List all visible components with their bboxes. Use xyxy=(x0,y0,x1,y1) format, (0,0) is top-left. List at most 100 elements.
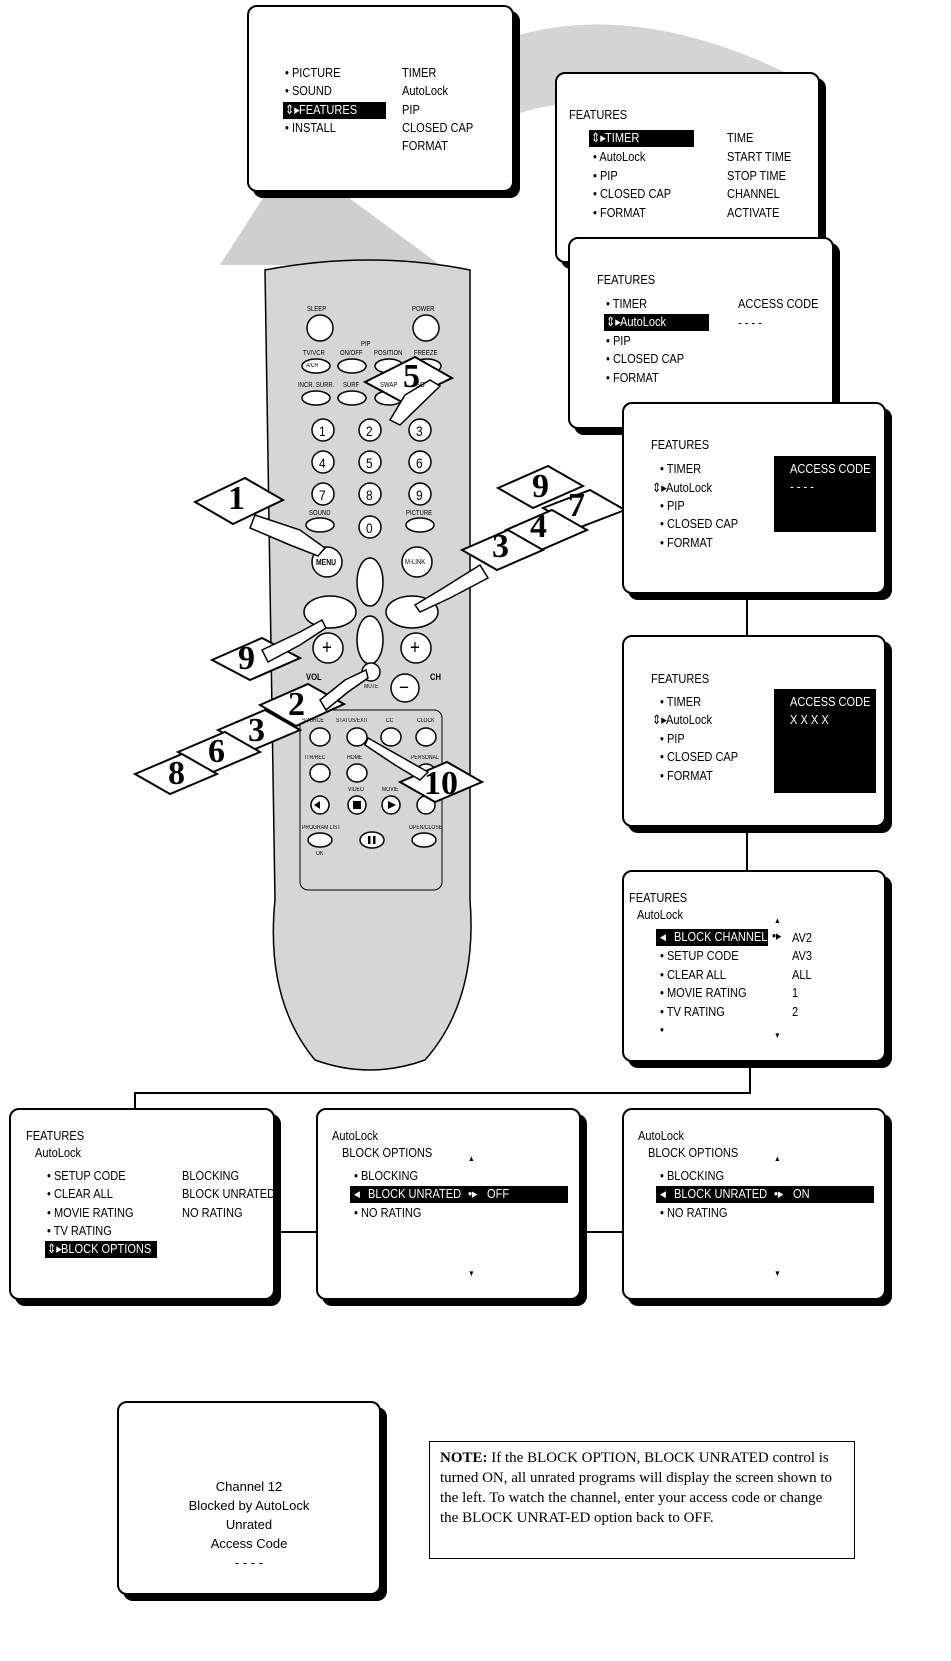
channel-value-1: 1 xyxy=(792,985,799,1000)
block-options-highlight[interactable]: ⇕▸ BLOCK OPTIONS xyxy=(45,1241,157,1258)
submenu-format: FORMAT xyxy=(402,138,448,153)
access-code-panel: ACCESS CODE X X X X xyxy=(774,689,876,793)
vol-up-button[interactable] xyxy=(312,632,344,664)
access-code-value[interactable]: - - - - xyxy=(790,479,814,494)
menu-item-autolock[interactable]: • AutoLock xyxy=(593,149,646,164)
menu-item-movie-rating[interactable]: • MOVIE RATING xyxy=(660,985,747,1000)
cursor-left-button[interactable] xyxy=(303,595,357,629)
pip-onoff-button[interactable] xyxy=(337,358,367,374)
menu-item-clear-all[interactable]: • CLEAR ALL xyxy=(660,967,726,982)
block-unrated-value: ON xyxy=(793,1186,810,1201)
menu-item-format[interactable]: • FORMAT xyxy=(606,370,659,385)
menu-item-install[interactable]: • INSTALL xyxy=(285,120,336,135)
sleep-button[interactable] xyxy=(306,314,334,342)
access-code-value[interactable]: - - - - xyxy=(234,1555,264,1570)
ch-up-button[interactable] xyxy=(400,632,432,664)
cursor-up-button[interactable] xyxy=(356,557,384,607)
status-exit-button[interactable] xyxy=(346,727,368,747)
scroll-down-icon[interactable]: ▼ xyxy=(774,1031,781,1040)
mlink-button[interactable] xyxy=(401,546,433,578)
pause-button[interactable] xyxy=(359,831,385,849)
menu-item-features-highlight[interactable]: ⇕▸ FEATURES xyxy=(283,102,386,119)
picture-label: PICTURE xyxy=(406,510,433,517)
timer-highlight[interactable]: ⇕▸ TIMER xyxy=(589,130,694,147)
menu-item-sound[interactable]: • SOUND xyxy=(285,83,332,98)
freeze-label: FREEZE xyxy=(414,350,438,357)
digit-4: 4 xyxy=(319,455,326,471)
open-close-button[interactable] xyxy=(411,832,437,848)
ch-down-button[interactable] xyxy=(390,673,420,703)
digit-2: 2 xyxy=(366,423,373,439)
option-no-rating[interactable]: • NO RATING xyxy=(660,1205,728,1220)
screen-subtitle: AutoLock xyxy=(35,1145,82,1160)
step-number-6: 6 xyxy=(208,733,225,770)
block-unrated-highlight[interactable]: ◀ BLOCK UNRATED •▸ ON xyxy=(656,1186,874,1203)
stop-icon xyxy=(353,801,361,809)
menu-item-setup-code[interactable]: • SETUP CODE xyxy=(660,948,739,963)
digit-3: 3 xyxy=(416,423,423,439)
menu-item-picture[interactable]: • PICTURE xyxy=(285,65,341,80)
menu-item-format[interactable]: • FORMAT xyxy=(660,768,713,783)
surf-button[interactable] xyxy=(337,390,367,406)
scroll-up-icon[interactable]: ▲ xyxy=(774,916,781,925)
onoff-label: ON/OFF xyxy=(340,350,363,357)
tvvcr-button[interactable] xyxy=(301,358,331,374)
so-label: SO xyxy=(416,382,425,389)
menu-item-format[interactable]: • FORMAT xyxy=(593,205,646,220)
menu-item-timer[interactable]: • TIMER xyxy=(660,461,702,476)
menu-item-movie-rating[interactable]: • MOVIE RATING xyxy=(47,1205,134,1220)
incr-surr-button[interactable] xyxy=(301,390,331,406)
timer-option-activate: ACTIVATE xyxy=(727,205,780,220)
scroll-up-icon[interactable]: ▲ xyxy=(774,1154,781,1163)
autolock-highlight[interactable]: ⇕▸ AutoLock xyxy=(604,314,709,331)
ch-label: CH xyxy=(430,672,442,682)
ok-button[interactable] xyxy=(307,832,333,848)
status-label: STATUS/EXIT xyxy=(336,718,369,724)
sound-button[interactable] xyxy=(305,517,335,533)
access-code-value: - - - - xyxy=(738,315,762,330)
picture-button[interactable] xyxy=(405,517,435,533)
scroll-down-icon[interactable]: ▼ xyxy=(468,1269,475,1278)
menu-item-setup-code[interactable]: • SETUP CODE xyxy=(47,1168,126,1183)
menu-item-pip[interactable]: • PIP xyxy=(660,731,685,746)
screen-title: FEATURES xyxy=(651,671,710,686)
menu-item-timer[interactable]: • TIMER xyxy=(660,694,702,709)
option-blocking[interactable]: • BLOCKING xyxy=(354,1168,419,1183)
play-icon xyxy=(388,801,396,809)
menu-item-features: FEATURES xyxy=(299,102,358,117)
menu-item-pip[interactable]: • PIP xyxy=(606,333,631,348)
menu-item-blank[interactable]: • xyxy=(660,1022,664,1037)
option-no-rating[interactable]: • NO RATING xyxy=(354,1205,422,1220)
clock-label: CLOCK xyxy=(417,718,435,724)
menu-item-tv-rating[interactable]: • TV RATING xyxy=(660,1004,725,1019)
block-channel-highlight[interactable]: ◀ BLOCK CHANNEL xyxy=(656,929,768,946)
clock-button[interactable] xyxy=(415,727,437,747)
mute-label: MUTE xyxy=(364,684,379,690)
menu-item-autolock[interactable]: AutoLock xyxy=(666,712,713,727)
menu-item-tv-rating[interactable]: • TV RATING xyxy=(47,1223,112,1238)
option-blocking[interactable]: • BLOCKING xyxy=(660,1168,725,1183)
home-button[interactable] xyxy=(346,763,368,783)
scroll-up-icon[interactable]: ▲ xyxy=(468,1154,475,1163)
access-code-value[interactable]: X X X X xyxy=(790,712,829,727)
step-diamond-1 xyxy=(192,476,286,526)
menu-item-closed-cap[interactable]: • CLOSED CAP xyxy=(660,749,739,764)
menu-item-closed-cap[interactable]: • CLOSED CAP xyxy=(660,516,739,531)
power-button[interactable] xyxy=(412,314,440,342)
menu-item-pip[interactable]: • PIP xyxy=(593,168,618,183)
menu-item-format[interactable]: • FORMAT xyxy=(660,535,713,550)
block-unrated-highlight[interactable]: ◀ BLOCK UNRATED •▸ OFF xyxy=(350,1186,568,1203)
menu-item-pip[interactable]: • PIP xyxy=(660,498,685,513)
scroll-down-icon[interactable]: ▼ xyxy=(774,1269,781,1278)
submenu-autolock: AutoLock xyxy=(402,83,449,98)
menu-item-timer[interactable]: • TIMER xyxy=(606,296,648,311)
menu-item-closed-cap[interactable]: • CLOSED CAP xyxy=(606,351,685,366)
cursor-down-button[interactable] xyxy=(356,615,384,665)
itr-rec-button[interactable] xyxy=(309,763,331,783)
menu-item-autolock[interactable]: AutoLock xyxy=(666,480,713,495)
digit-8: 8 xyxy=(366,487,373,503)
menu-item-closed-cap[interactable]: • CLOSED CAP xyxy=(593,186,672,201)
cc-button[interactable] xyxy=(380,727,402,747)
menu-item-clear-all[interactable]: • CLEAR ALL xyxy=(47,1186,113,1201)
source-button[interactable] xyxy=(309,727,331,747)
